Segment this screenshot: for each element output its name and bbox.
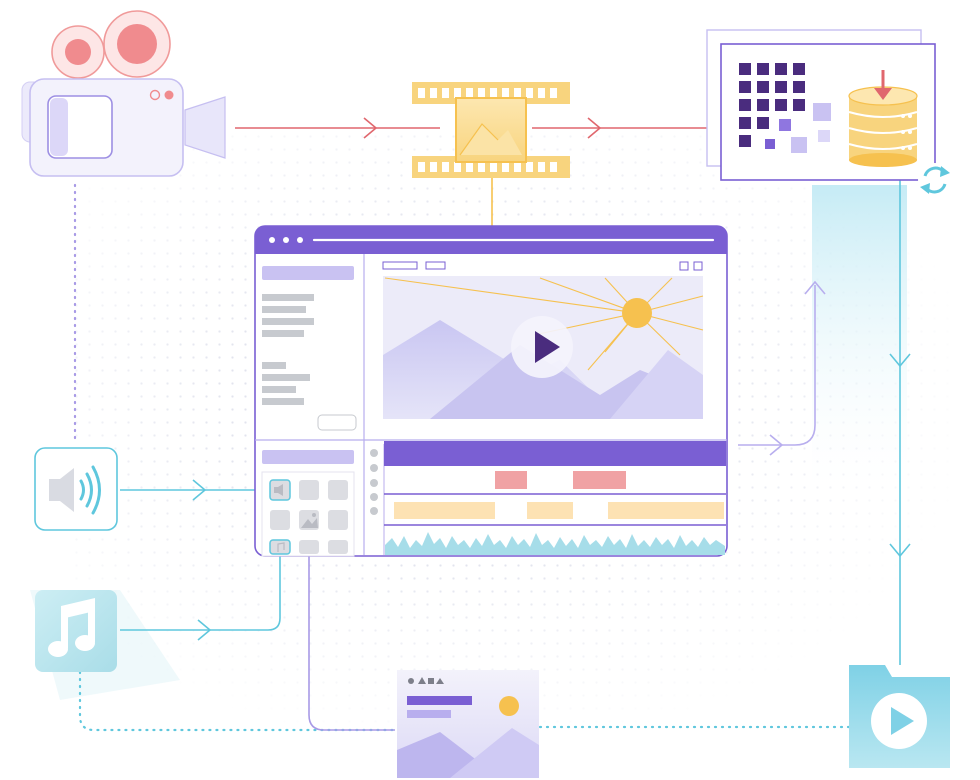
speaker-icon (35, 448, 117, 530)
video-folder-icon (849, 665, 950, 768)
video-camera-icon (22, 11, 225, 176)
connector-editor-to-data (738, 282, 825, 455)
refresh-icon (918, 163, 952, 197)
play-button-icon[interactable] (511, 316, 573, 378)
connector-camera-to-film (235, 118, 440, 138)
image-card-icon (397, 670, 539, 778)
film-strip-icon (412, 82, 570, 178)
music-note-icon (35, 590, 117, 672)
connector-speaker-to-editor (120, 480, 268, 500)
connector-editor-to-image (309, 548, 395, 730)
cyan-glow (812, 185, 907, 505)
connector-film-to-data (532, 118, 720, 138)
